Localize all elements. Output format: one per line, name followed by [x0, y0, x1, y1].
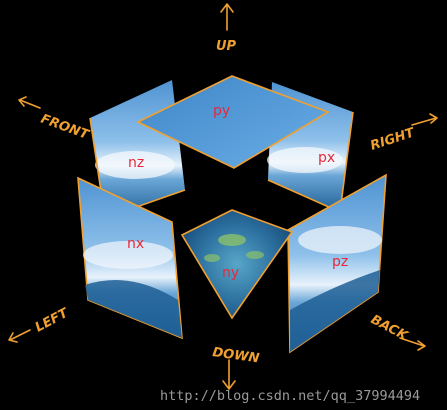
face-label-px: px — [318, 150, 335, 166]
panel-ny — [180, 209, 294, 320]
up-arrow-icon — [220, 3, 234, 31]
direction-label-back: BACK — [368, 312, 410, 344]
back-arrow-icon — [399, 337, 426, 351]
left-arrow-icon — [8, 329, 31, 343]
direction-label-up: UP — [216, 39, 237, 54]
face-label-ny: ny — [222, 265, 239, 281]
right-arrow-icon — [411, 113, 438, 126]
panel-pz — [287, 173, 387, 354]
panel-nx — [77, 176, 183, 340]
direction-label-left: LEFT — [33, 305, 72, 335]
direction-label-front: FRONT — [39, 112, 92, 143]
direction-label-right: RIGHT — [369, 125, 418, 154]
panel-py — [136, 75, 330, 169]
front-arrow-icon — [18, 96, 41, 109]
face-label-py: py — [213, 103, 230, 119]
face-label-nx: nx — [127, 236, 144, 252]
direction-label-down: DOWN — [211, 345, 260, 366]
watermark: http://blog.csdn.net/qq_37994494 — [160, 388, 420, 404]
face-label-nz: nz — [128, 155, 144, 171]
down-arrow-icon — [222, 359, 236, 390]
face-label-pz: pz — [332, 254, 348, 270]
